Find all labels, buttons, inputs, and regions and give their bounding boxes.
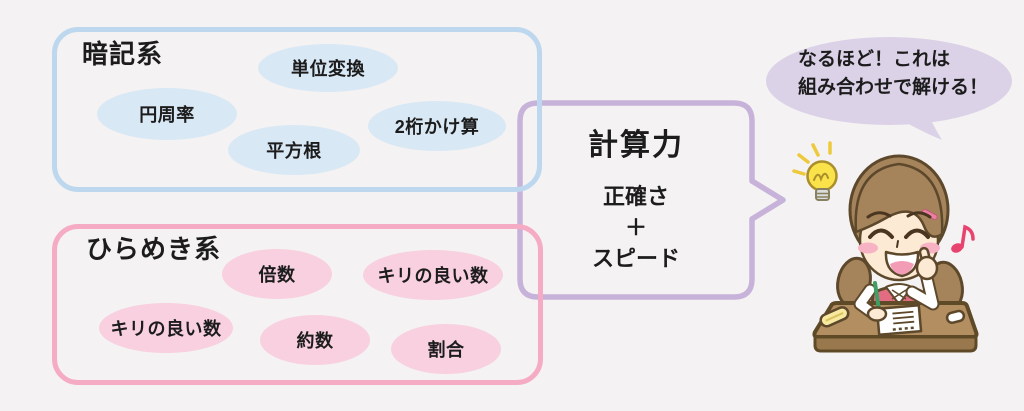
topic-label: 単位変換 <box>291 59 365 79</box>
topic-label: 割合 <box>427 340 465 360</box>
speech-bubble-tail <box>898 110 942 140</box>
topic-label: 約数 <box>296 331 334 351</box>
topic-label: 2桁かけ算 <box>394 117 480 137</box>
idea-rays-icon <box>792 141 832 176</box>
girl-head <box>848 154 950 282</box>
topic-label: 平方根 <box>266 141 322 161</box>
topic-ellipse-two-digit-multiplication: 2桁かけ算 <box>368 101 506 151</box>
pencil-case <box>819 306 850 328</box>
callout-line-speed: スピード <box>591 246 680 271</box>
topic-ellipse-round-numbers-1: キリの良い数 <box>363 250 503 300</box>
topic-ellipse-pi: 円周率 <box>97 88 237 140</box>
hand-writing <box>866 306 888 322</box>
memorization-group-title: 暗記系 <box>82 39 164 69</box>
music-note-icon <box>951 224 975 253</box>
memorization-group-box <box>52 27 542 192</box>
eye-right <box>904 228 930 239</box>
topic-ellipse-round-numbers-2: キリの良い数 <box>99 303 233 353</box>
topic-ellipse-unit-conversion: 単位変換 <box>258 44 398 92</box>
arm-writing <box>853 281 888 322</box>
worksheet-paper <box>875 303 923 337</box>
lightbulb-icon <box>806 160 838 201</box>
speech-line-2: 組み合わせで解ける！ <box>798 77 989 98</box>
blush-left <box>858 242 878 254</box>
topic-label: キリの良い数 <box>110 319 222 339</box>
insight-group-box <box>52 224 543 385</box>
speech-bubble-shape <box>766 37 1012 140</box>
callout-title: 計算力 <box>588 129 684 162</box>
callout-line-plus: ＋ <box>624 215 647 240</box>
speech-bubble-text: なるほど！これは 組み合わせで解ける！ <box>798 46 988 102</box>
eyebrow-left <box>866 211 892 219</box>
topic-ellipse-ratio: 割合 <box>391 324 501 374</box>
insight-group-title: ひらめき系 <box>86 234 222 264</box>
eraser <box>945 309 966 324</box>
pencil <box>873 281 881 312</box>
topic-label: キリの良い数 <box>377 266 489 286</box>
eyebrow-right <box>906 211 932 219</box>
eye-left <box>868 228 894 239</box>
mouth <box>884 250 920 278</box>
nose <box>896 240 899 248</box>
topic-ellipse-square-root: 平方根 <box>228 125 360 175</box>
topic-ellipse-divisors: 約数 <box>260 315 370 365</box>
arm-thumbs-up <box>905 246 940 311</box>
bangs <box>854 162 944 238</box>
speech-line-1: なるほど！これは <box>798 49 951 70</box>
callout-formula: 正確さ ＋ スピード <box>520 181 752 274</box>
callout-border <box>517 100 786 300</box>
speech-bubble-body <box>766 37 1012 125</box>
girl-studying-illustration <box>792 141 979 353</box>
topic-label: 倍数 <box>258 265 296 285</box>
fist <box>915 255 939 281</box>
topic-label: 円周率 <box>139 105 195 125</box>
callout-line-accuracy: 正確さ <box>602 184 669 209</box>
topic-ellipse-multiples: 倍数 <box>222 249 332 299</box>
